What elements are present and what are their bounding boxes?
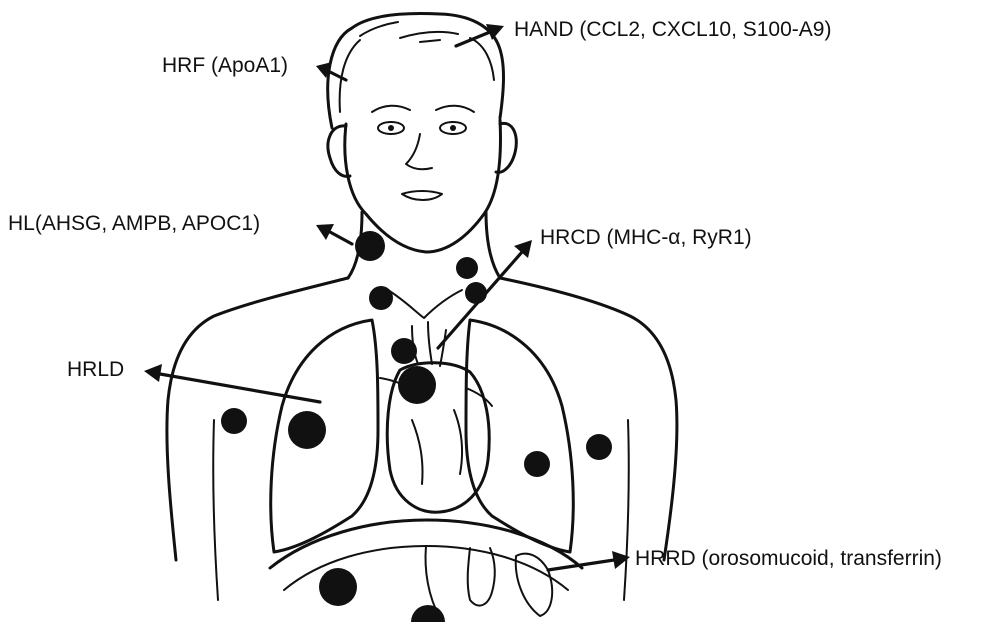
hrld-arrow-head [144,364,162,382]
label-hrrd: HRRD (orosomucoid, transferrin) [635,548,942,569]
right-lung [466,320,573,552]
neck-node-left-upper [355,231,385,261]
label-hrf: HRF (ApoA1) [162,55,288,76]
abdominal-node-left [319,568,357,606]
hrcd-arrow-head [514,240,532,258]
hrld-arrow-line [160,374,320,402]
right-inner-arm [624,420,629,600]
mouth [402,191,442,200]
label-hrcd: HRCD (MHC-α, RyR1) [540,227,752,248]
left-pupil [388,125,394,131]
right-shoulder [500,278,677,560]
neck-node-left-lower [369,286,393,310]
mediastinal-node-central [398,366,436,404]
hrf-arrow-line [330,72,346,80]
left-lung-node [288,411,326,449]
right-eyebrow [436,106,474,112]
label-hl: HL(AHSG, AMPB, APOC1) [8,213,260,234]
left-inner-arm [213,420,218,600]
left-axillary-node [221,408,247,434]
neck-right [486,212,500,278]
collarbone [388,290,462,318]
mediastinal-node-upper [391,338,417,364]
label-hand: HAND (CCL2, CXCL10, S100-A9) [514,19,831,40]
left-eyebrow [372,106,410,112]
hair-outline [328,14,504,128]
abdominal-node-center [411,605,445,622]
nose [406,134,432,169]
right-axillary-node [586,434,612,460]
right-pupil [450,125,456,131]
right-lung-node [524,451,550,477]
label-hrld: HRLD [67,359,124,380]
neck-node-right-upper [456,257,478,279]
hair-strands [340,22,494,112]
hand-arrow-line [456,32,490,46]
human-figure [167,14,677,618]
hl-arrow-line [330,232,352,244]
neck-node-right-lower [465,282,487,304]
